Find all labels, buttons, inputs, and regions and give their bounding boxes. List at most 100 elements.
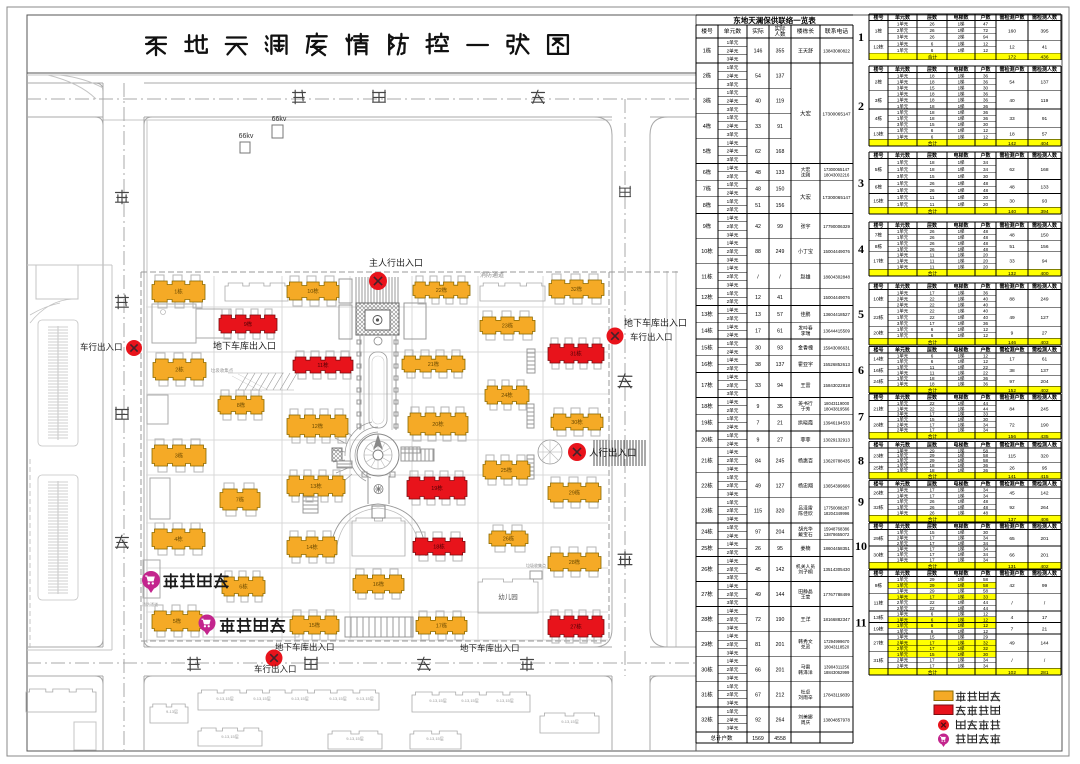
svg-text:400: 400 xyxy=(1040,271,1048,277)
svg-text:156: 156 xyxy=(1040,244,1048,250)
svg-text:1梯: 1梯 xyxy=(958,109,965,116)
svg-text:3单元: 3单元 xyxy=(727,156,739,163)
svg-text:34: 34 xyxy=(983,558,989,563)
svg-text:1单元: 1单元 xyxy=(897,634,909,641)
svg-text:2单元: 2单元 xyxy=(727,189,739,196)
svg-text:需检测人数: 需检测人数 xyxy=(1032,570,1058,577)
svg-text:12: 12 xyxy=(1009,45,1015,51)
svg-text:14栋: 14栋 xyxy=(873,356,883,363)
svg-text:沈刚: 沈刚 xyxy=(801,171,811,178)
svg-text:1梯: 1梯 xyxy=(958,78,965,85)
svg-text:17300065147: 17300065147 xyxy=(822,111,851,116)
svg-text:6: 6 xyxy=(931,623,934,628)
svg-text:层数: 层数 xyxy=(926,222,938,229)
svg-text:地下车库出入口: 地下车库出入口 xyxy=(460,643,520,653)
svg-text:1梯: 1梯 xyxy=(958,159,965,166)
svg-text:吕泽雷: 吕泽雷 xyxy=(798,504,813,511)
svg-text:1单元: 1单元 xyxy=(897,103,909,110)
svg-text:146: 146 xyxy=(1008,340,1016,346)
svg-text:1单元: 1单元 xyxy=(897,492,909,499)
svg-text:1单元: 1单元 xyxy=(727,114,739,121)
svg-text:18: 18 xyxy=(1009,131,1015,137)
svg-text:合计: 合计 xyxy=(928,140,938,147)
svg-text:16栋: 16栋 xyxy=(373,580,385,588)
svg-text:29: 29 xyxy=(929,583,935,588)
svg-text:12: 12 xyxy=(983,48,989,53)
svg-text:需检测人数: 需检测人数 xyxy=(1032,442,1058,449)
svg-text:1单元: 1单元 xyxy=(897,651,909,658)
svg-text:21栋: 21栋 xyxy=(428,360,440,368)
svg-text:34: 34 xyxy=(983,160,989,165)
svg-text:58: 58 xyxy=(983,448,989,453)
svg-text:1单元: 1单元 xyxy=(897,622,909,629)
svg-text:133: 133 xyxy=(776,170,785,176)
svg-text:16栋: 16栋 xyxy=(873,367,883,374)
svg-text:29: 29 xyxy=(929,577,935,582)
svg-text:王雷: 王雷 xyxy=(800,383,810,389)
svg-text:1梯: 1梯 xyxy=(958,551,965,558)
svg-text:12: 12 xyxy=(983,41,989,46)
svg-text:22栋: 22栋 xyxy=(873,314,883,321)
svg-text:1单元: 1单元 xyxy=(897,375,909,382)
svg-text:394: 394 xyxy=(1040,209,1048,215)
svg-text:13栋: 13栋 xyxy=(310,482,322,490)
svg-text:1单元: 1单元 xyxy=(897,546,909,553)
svg-text:36: 36 xyxy=(983,116,989,121)
svg-text:137: 137 xyxy=(776,362,785,368)
svg-text:18604302848: 18604302848 xyxy=(823,274,850,279)
svg-text:1单元: 1单元 xyxy=(897,127,909,134)
svg-text:1梯: 1梯 xyxy=(958,121,965,128)
svg-text:19栋: 19栋 xyxy=(701,419,713,427)
svg-text:9-13,15层: 9-13,15层 xyxy=(216,695,234,701)
svg-text:1梯: 1梯 xyxy=(958,457,965,464)
svg-text:电梯数: 电梯数 xyxy=(953,347,969,354)
svg-text:1梯: 1梯 xyxy=(958,611,965,618)
svg-text:1梯: 1梯 xyxy=(958,462,965,469)
svg-text:需检测人数: 需检测人数 xyxy=(1032,481,1058,488)
svg-text:30栋: 30栋 xyxy=(571,418,583,426)
svg-text:9栋: 9栋 xyxy=(703,222,712,230)
svg-text:电梯数: 电梯数 xyxy=(953,222,969,229)
svg-text:26栋: 26栋 xyxy=(701,565,713,573)
svg-text:12栋: 12栋 xyxy=(312,422,324,430)
svg-text:楼栋长: 楼栋长 xyxy=(797,27,815,35)
svg-text:32: 32 xyxy=(983,640,989,645)
svg-text:5: 5 xyxy=(858,307,864,321)
svg-text:需检测户数: 需检测户数 xyxy=(999,222,1025,229)
svg-text:34: 34 xyxy=(983,663,989,668)
svg-text:17栋: 17栋 xyxy=(436,622,448,630)
svg-text:层数: 层数 xyxy=(926,394,938,401)
svg-text:20: 20 xyxy=(983,259,989,264)
svg-text:层数: 层数 xyxy=(926,14,938,21)
svg-text:1梯: 1梯 xyxy=(958,546,965,553)
svg-text:17: 17 xyxy=(929,412,935,417)
svg-text:36: 36 xyxy=(983,79,989,84)
svg-text:17: 17 xyxy=(929,558,935,563)
svg-text:1单元: 1单元 xyxy=(727,582,739,589)
svg-text:2单元: 2单元 xyxy=(727,666,739,673)
svg-text:5栋: 5栋 xyxy=(173,617,182,625)
svg-text:20: 20 xyxy=(983,264,989,269)
svg-text:13604418527: 13604418527 xyxy=(823,312,850,317)
svg-text:3栋: 3栋 xyxy=(175,452,184,460)
svg-text:1单元: 1单元 xyxy=(727,39,739,46)
svg-text:1单元: 1单元 xyxy=(897,358,909,365)
svg-text:264: 264 xyxy=(1040,505,1048,511)
svg-text:140: 140 xyxy=(1008,209,1016,215)
svg-text:1梯: 1梯 xyxy=(958,588,965,595)
svg-text:张宇: 张宇 xyxy=(800,223,810,230)
svg-text:33: 33 xyxy=(983,412,989,417)
svg-text:1梯: 1梯 xyxy=(958,40,965,47)
svg-text:1梯: 1梯 xyxy=(958,103,965,110)
svg-text:3单元: 3单元 xyxy=(727,700,739,707)
svg-text:6: 6 xyxy=(931,48,934,53)
svg-text:需检测户数: 需检测户数 xyxy=(999,347,1025,354)
svg-text:1单元: 1单元 xyxy=(897,40,909,47)
svg-text:1单元: 1单元 xyxy=(727,633,739,640)
svg-text:15栋: 15栋 xyxy=(309,621,321,629)
svg-text:4: 4 xyxy=(858,242,864,256)
svg-text:18: 18 xyxy=(929,92,935,97)
svg-text:44: 44 xyxy=(983,600,989,605)
svg-text:单元数: 单元数 xyxy=(895,283,911,290)
svg-text:31栋: 31栋 xyxy=(570,350,582,358)
